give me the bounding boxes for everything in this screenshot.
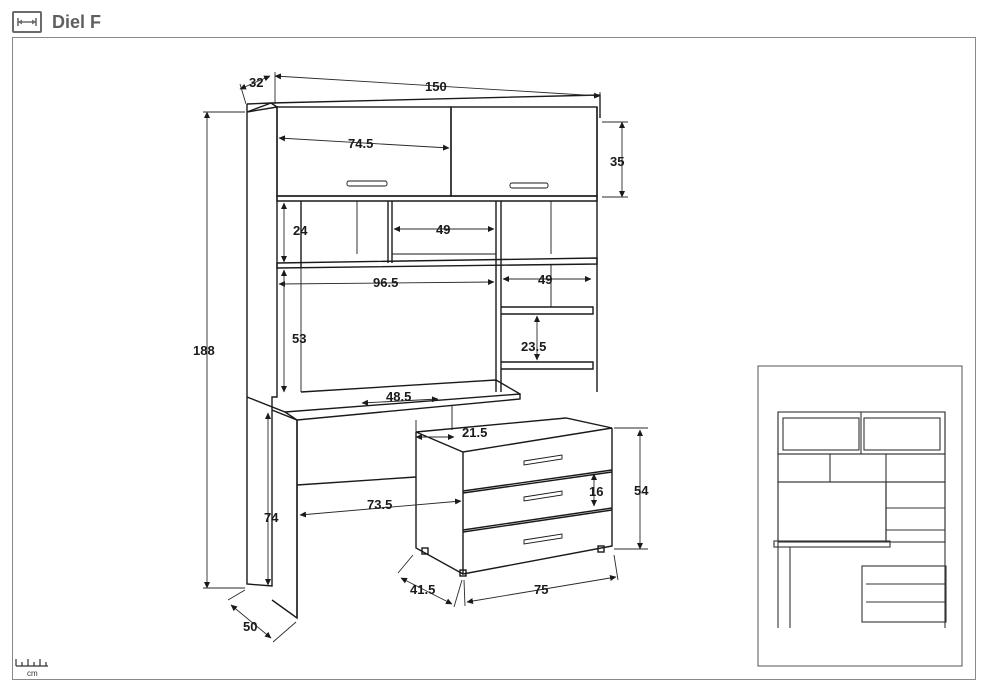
label-small-shelf-width: 49 — [436, 222, 450, 237]
label-drawer-unit-height: 54 — [634, 483, 649, 498]
drawer-handle-3 — [523, 533, 563, 545]
label-cabinet-height: 35 — [610, 154, 624, 169]
drawer-unit-top — [415, 417, 613, 453]
label-desk-width: 73.5 — [367, 497, 392, 512]
label-desk-opening-width: 96.5 — [373, 275, 398, 290]
drawing-frame — [12, 37, 976, 680]
scale-unit: cm — [27, 669, 38, 678]
door-handle-left — [346, 180, 388, 187]
right-shelf-1 — [501, 306, 594, 315]
desk-top — [246, 393, 521, 421]
header: Diel F — [12, 8, 101, 36]
drawer-handle-1 — [523, 454, 563, 466]
dimension-labels: 150 32 188 74.5 35 24 49 96.5 49 53 23.5… — [193, 75, 649, 634]
label-desk-depth: 50 — [243, 619, 257, 634]
label-side-shelf-width: 49 — [538, 272, 552, 287]
drawer-unit-front — [462, 428, 613, 575]
dimension-lines — [203, 72, 648, 643]
middle-shelf — [276, 257, 598, 269]
desk-unit — [246, 94, 613, 620]
product-title: Diel F — [52, 11, 102, 32]
label-desk-top-width: 48.5 — [386, 389, 411, 404]
right-shelf-2 — [501, 361, 594, 370]
preview-frame — [757, 365, 963, 667]
label-total-height: 188 — [193, 343, 215, 358]
label-small-shelf-height: 24 — [293, 223, 308, 238]
label-drawer-unit-width: 75 — [534, 582, 548, 597]
label-side-shelf-height: 23.5 — [521, 339, 546, 354]
cabinet-door-left — [276, 106, 452, 197]
label-top-depth: 32 — [249, 75, 263, 90]
preview-inset — [757, 365, 963, 667]
drawer-handle-2 — [523, 490, 563, 502]
label-desk-height: 74 — [264, 510, 279, 525]
label-cabinet-width: 74.5 — [348, 136, 373, 151]
label-drawer-unit-depth: 41.5 — [410, 582, 435, 597]
ruler-icon: cm — [15, 659, 48, 678]
label-desk-opening-height: 53 — [292, 331, 306, 346]
label-total-width: 150 — [425, 79, 447, 94]
door-handle-right — [509, 182, 549, 189]
label-drawer-gap: 21.5 — [462, 425, 487, 440]
width-arrows-icon — [12, 11, 42, 33]
label-drawer-height: 16 — [589, 484, 603, 499]
